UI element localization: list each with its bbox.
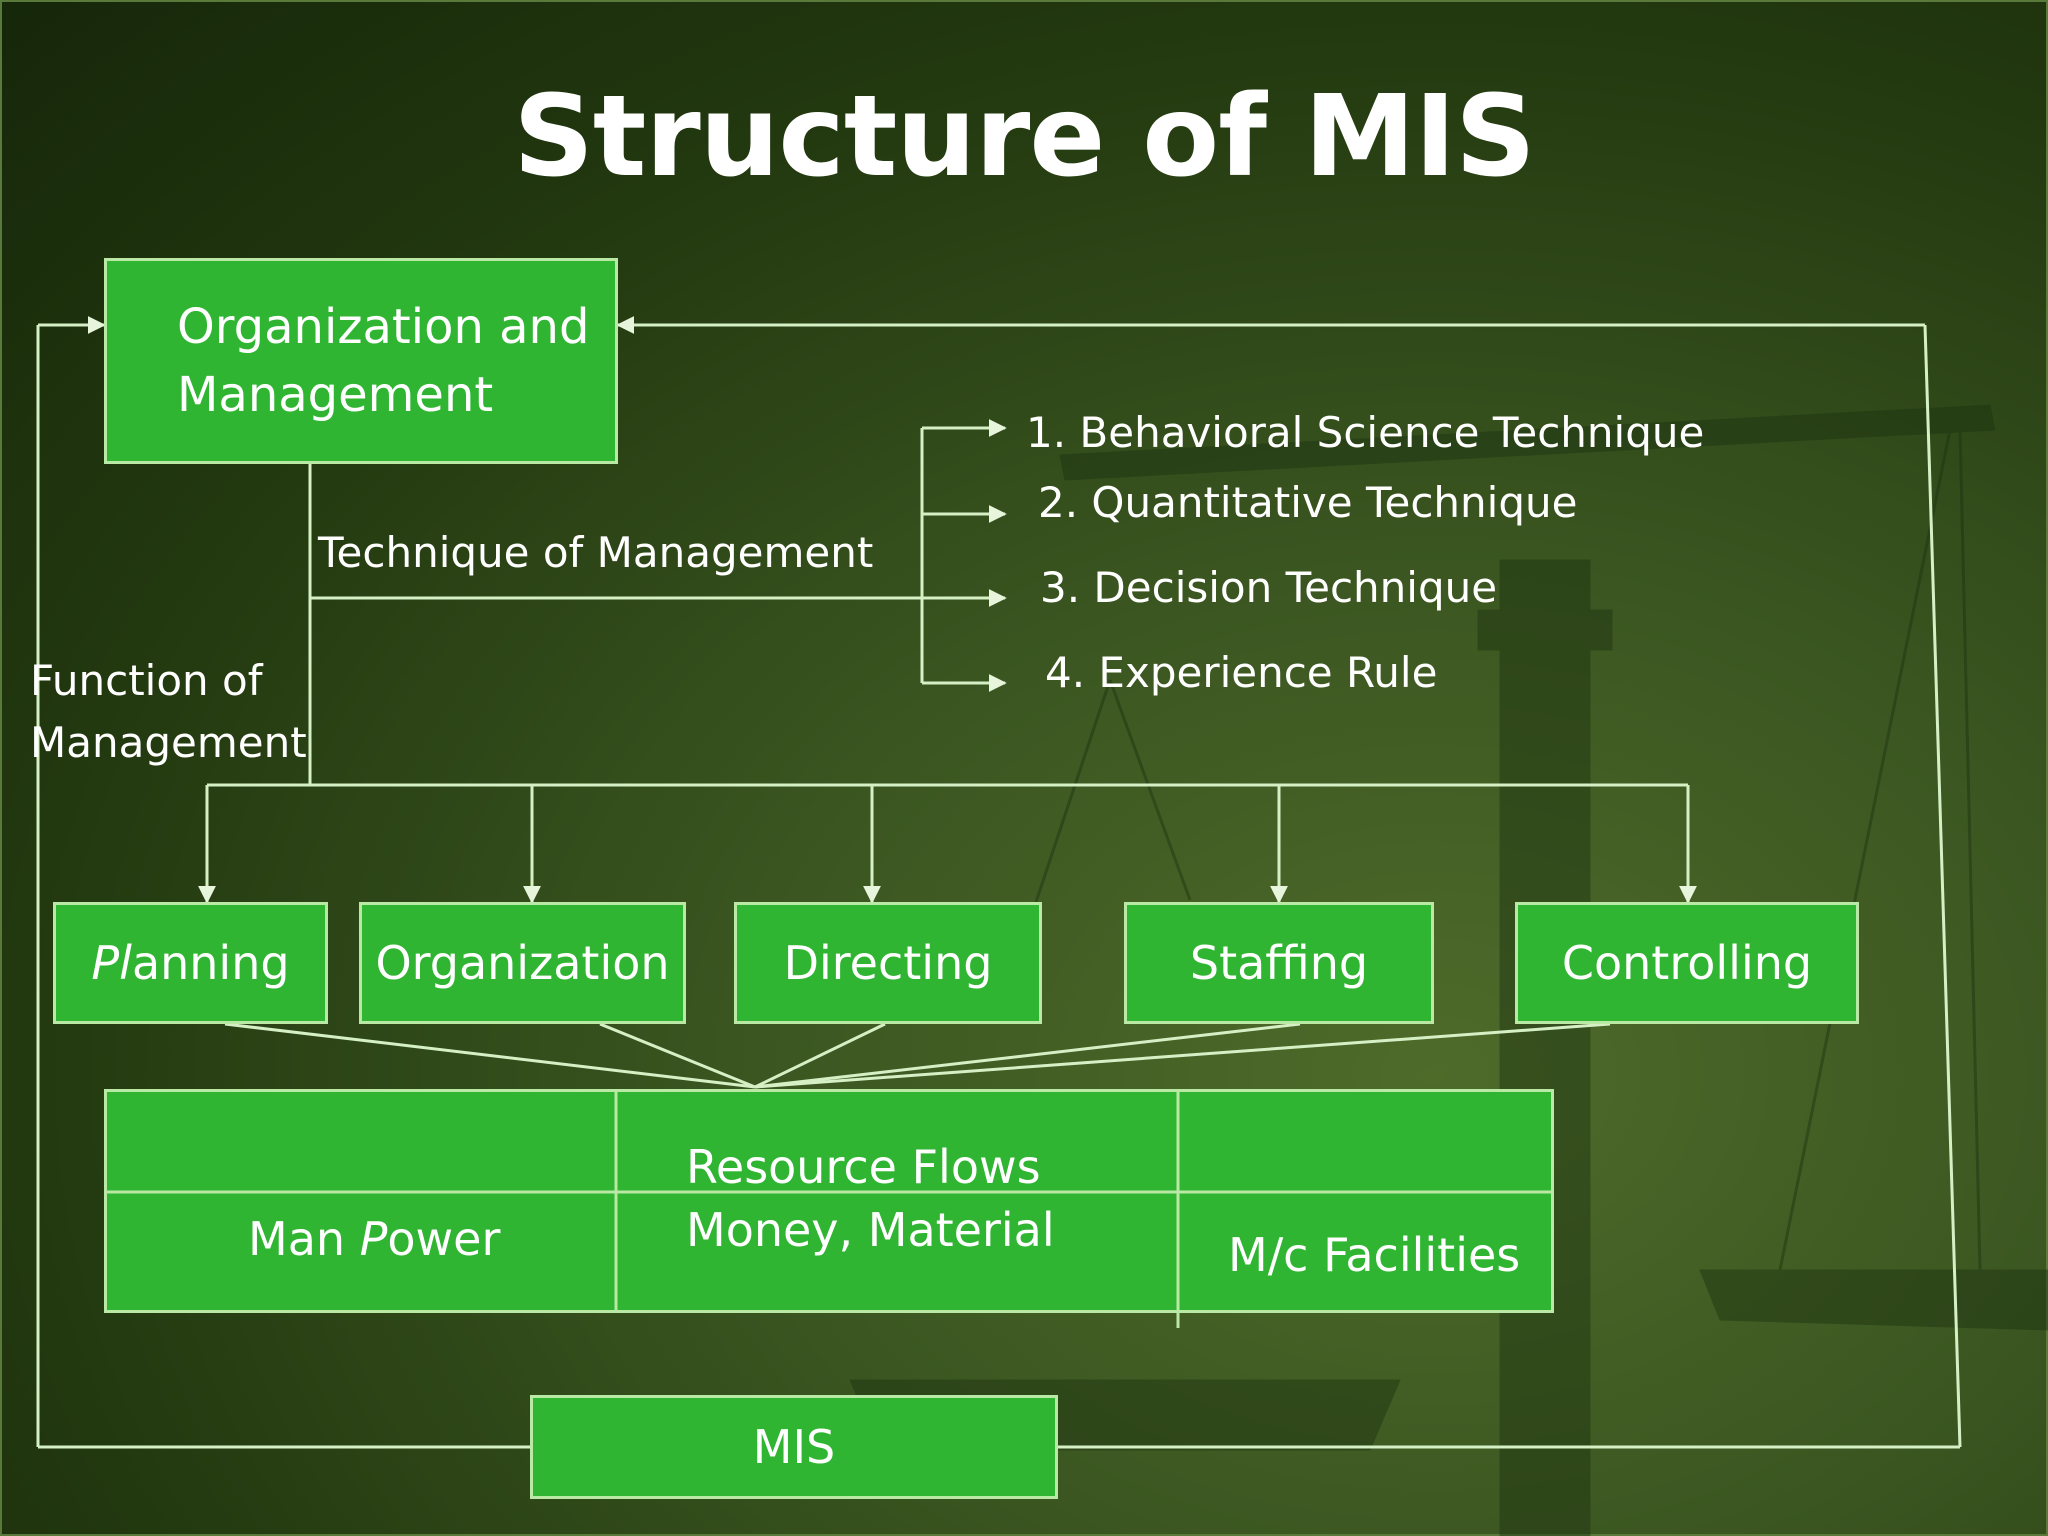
technique-item-3: 3. Decision Technique [1040, 563, 1498, 612]
function-of-management-label: Function of Management [30, 650, 307, 774]
organization-management-box: Organization and Management [104, 258, 618, 464]
mis-box: MIS [530, 1395, 1058, 1499]
org-box-line2: Management [177, 367, 494, 423]
man-power-rest: ower [387, 1212, 501, 1266]
organization-box: Organization [359, 902, 686, 1024]
planning-italic: Pl [91, 936, 132, 990]
directing-box: Directing [734, 902, 1042, 1024]
slide-title: Structure of MIS [513, 72, 1535, 202]
function-label-line1: Function of [30, 656, 263, 705]
technique-item-2: 2. Quantitative Technique [1038, 478, 1578, 527]
technique-of-management-label: Technique of Management [318, 528, 874, 577]
staffing-box: Staffing [1124, 902, 1434, 1024]
planning-box: Planning [53, 902, 328, 1024]
technique-item-4: 4. Experience Rule [1045, 648, 1438, 697]
man-power-text: Man [248, 1212, 360, 1266]
money-material-label: Money, Material [686, 1203, 1055, 1257]
mc-facilities-label: M/c Facilities [1228, 1228, 1521, 1282]
man-power-label: Man Power [248, 1212, 500, 1266]
resource-flows-label: Resource Flows [686, 1140, 1041, 1194]
resources-block [104, 1089, 1554, 1313]
technique-item-1: 1. Behavioral Science Technique [1026, 408, 1705, 457]
planning-rest: anning [131, 936, 290, 990]
man-power-italic: P [359, 1212, 388, 1266]
org-box-line1: Organization and [177, 299, 590, 355]
controlling-box: Controlling [1515, 902, 1859, 1024]
function-label-line2: Management [30, 718, 307, 767]
